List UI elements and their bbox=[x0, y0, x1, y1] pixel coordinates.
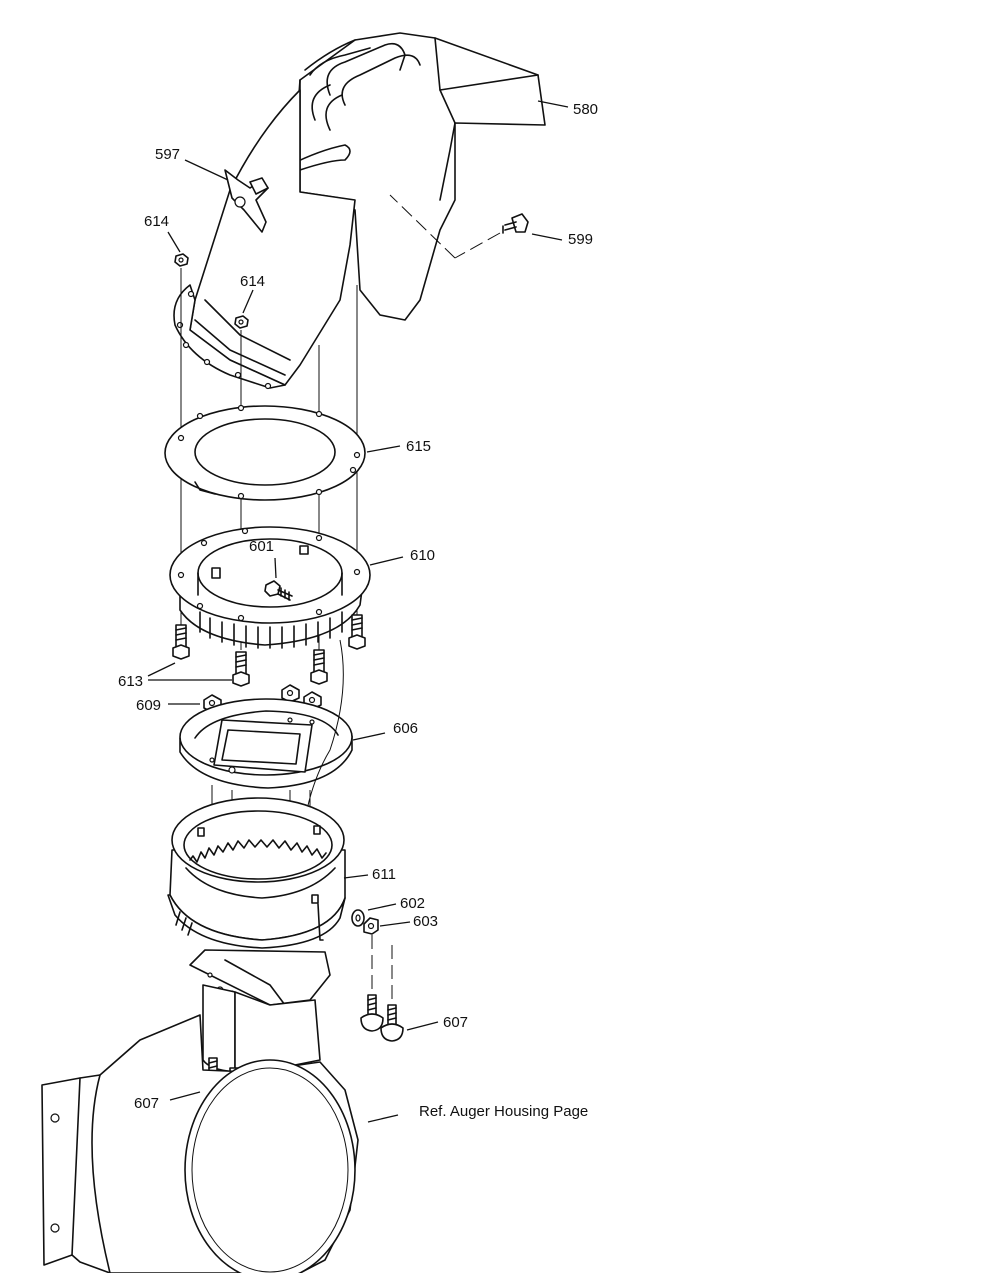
nut-603 bbox=[363, 917, 379, 935]
knob-597 bbox=[224, 169, 269, 233]
callout-607-a: 607 bbox=[443, 1014, 468, 1031]
bolt-607-1 bbox=[360, 994, 384, 1032]
callout-603: 603 bbox=[413, 913, 438, 930]
callout-601: 601 bbox=[249, 538, 274, 555]
callout-599: 599 bbox=[568, 231, 593, 248]
gear-ring-611 bbox=[167, 797, 346, 949]
callout-607-b: 607 bbox=[134, 1095, 159, 1112]
lower-bracket bbox=[189, 949, 331, 1073]
plate-606 bbox=[179, 698, 353, 789]
screw-599 bbox=[389, 194, 529, 259]
bolt-613-3 bbox=[310, 649, 328, 685]
bolt-613-1 bbox=[172, 624, 190, 660]
reference-note: Ref. Auger Housing Page bbox=[419, 1103, 588, 1120]
nut-609-3 bbox=[281, 684, 300, 703]
callout-580: 580 bbox=[573, 101, 598, 118]
leader-lines bbox=[147, 100, 569, 1123]
callout-614-b: 614 bbox=[240, 273, 265, 290]
bolt-613-4 bbox=[348, 614, 366, 650]
bolt-613-2 bbox=[232, 651, 250, 687]
auger-housing bbox=[41, 1014, 359, 1273]
callout-602: 602 bbox=[400, 895, 425, 912]
callout-615: 615 bbox=[406, 438, 431, 455]
callout-613: 613 bbox=[118, 673, 143, 690]
callout-610: 610 bbox=[410, 547, 435, 564]
washer-602 bbox=[351, 909, 365, 927]
bolt-601 bbox=[264, 580, 293, 601]
callout-609: 609 bbox=[136, 697, 161, 714]
gasket-615 bbox=[164, 404, 366, 501]
nut-614-b bbox=[234, 315, 249, 329]
callout-597: 597 bbox=[155, 146, 180, 163]
callout-labels: 580 597 599 614 614 615 601 610 613 609 … bbox=[118, 101, 598, 1120]
bolt-607-2 bbox=[380, 1004, 404, 1042]
callout-611: 611 bbox=[372, 866, 396, 883]
ring-610 bbox=[169, 526, 371, 649]
callout-606: 606 bbox=[393, 720, 418, 737]
callout-614-a: 614 bbox=[144, 213, 169, 230]
nut-614-a bbox=[174, 253, 189, 267]
